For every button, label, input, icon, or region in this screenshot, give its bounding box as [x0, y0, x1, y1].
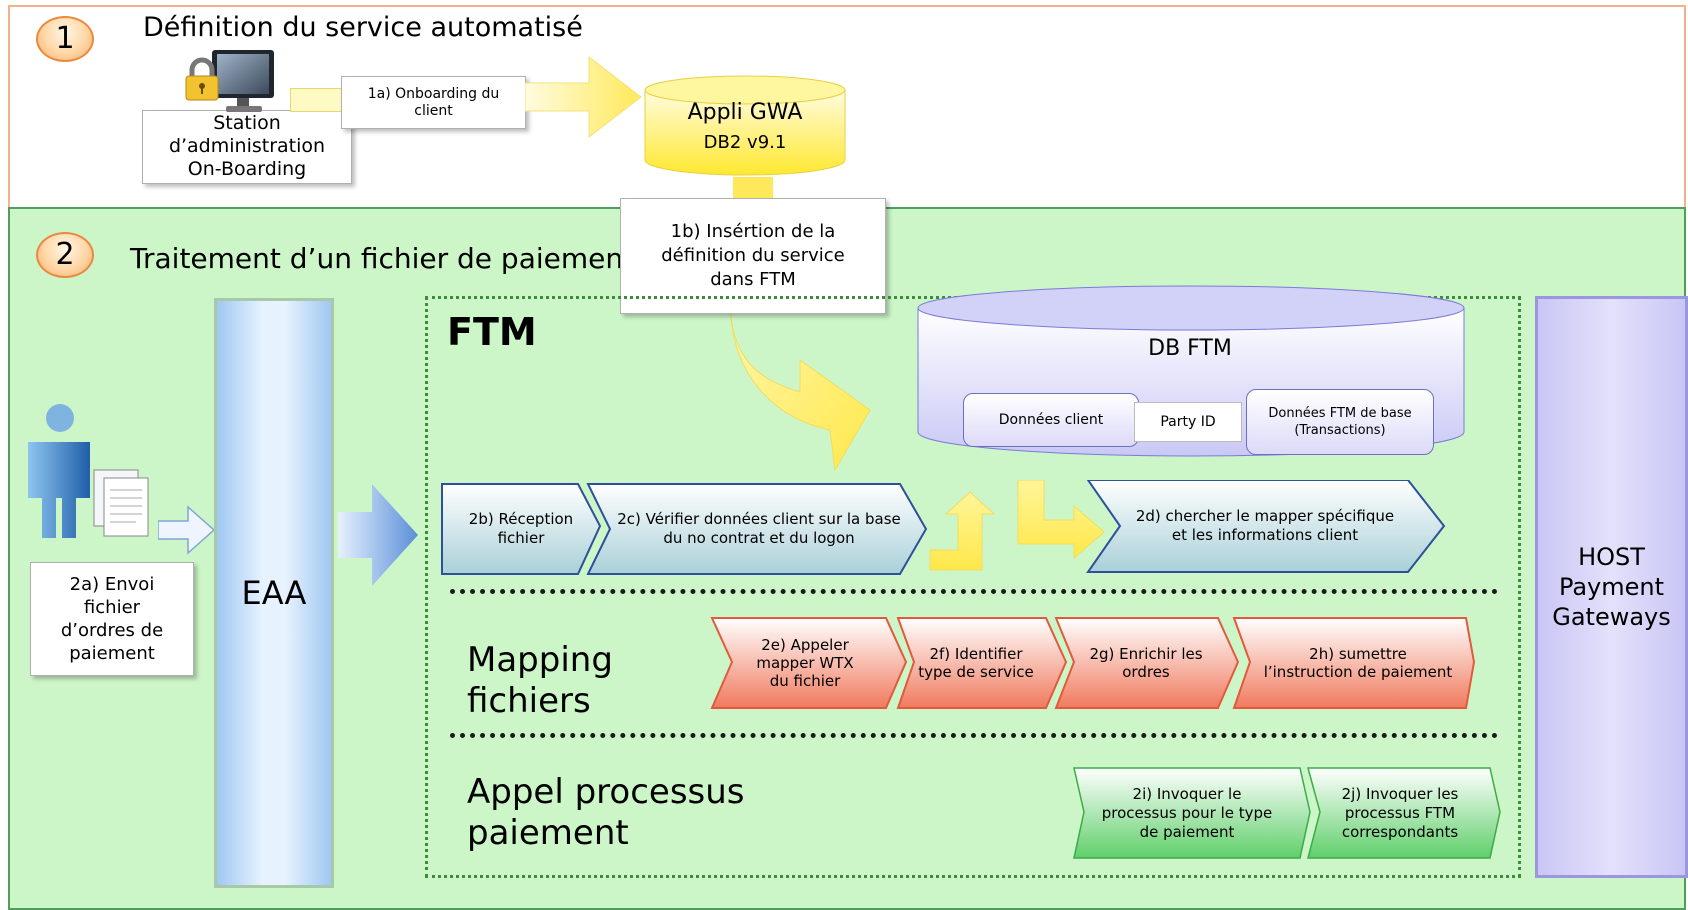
chevron-2f	[896, 617, 1068, 709]
step-2j-label: 2j) Invoquer les processus FTM correspon…	[1341, 784, 1459, 841]
gwa-connector	[733, 177, 773, 201]
arrow-2c-to-db	[929, 491, 996, 571]
ftm-title: FTM	[447, 310, 537, 354]
step-2e-text-wrap: 2e) Appeler mapper WTX du fichier	[730, 618, 880, 708]
eaa-column	[214, 298, 334, 888]
step-2b-text-wrap: 2b) Réception fichier	[442, 484, 600, 574]
step-2f-text-wrap: 2f) Identifier type de service	[912, 618, 1040, 708]
party-id-label: Party ID	[1160, 414, 1216, 430]
step-2b-label: 2b) Réception fichier	[468, 510, 574, 547]
step-2h-label: 2h) sumettre l’instruction de paiement	[1263, 645, 1453, 681]
arrow-to-eaa	[158, 505, 216, 555]
step-2h-text-wrap: 2h) sumettre l’instruction de paiement	[1252, 618, 1464, 708]
eaa-label: EAA	[241, 574, 307, 612]
step-1a-box: 1a) Onboarding du client	[341, 76, 526, 129]
arrow-1b-to-ftm	[729, 300, 871, 472]
step-2f-label: 2f) Identifier type de service	[918, 645, 1034, 681]
chevron-2b	[441, 483, 602, 575]
step-2g-text-wrap: 2g) Enrichir les ordres	[1072, 618, 1220, 708]
arrow-to-gwa	[525, 55, 642, 139]
chevron-2d	[1086, 480, 1446, 573]
chevron-2c	[586, 483, 928, 575]
payment-label: Appel processus paiement	[467, 772, 745, 853]
section-2-number-badge: 2	[36, 232, 94, 278]
chevron-2g	[1054, 617, 1240, 709]
step-1b-box: 1b) Insértion de la définition du servic…	[620, 198, 886, 314]
step-2e-label: 2e) Appeler mapper WTX du fichier	[756, 636, 854, 690]
step-2a-label: 2a) Envoi fichier d’ordres de paiement	[60, 574, 164, 664]
step-2c-label: 2c) Vérifier données client sur la base …	[617, 510, 901, 547]
db-client-data-box: Données client	[963, 393, 1139, 447]
step-2i-label: 2i) Invoquer le processus pour le type d…	[1101, 784, 1273, 841]
mapping-chevrons	[710, 617, 1476, 709]
section-1-title: Définition du service automatisé	[143, 12, 583, 43]
payment-chevrons	[1073, 767, 1501, 859]
arrow-db-to-2d	[1017, 480, 1105, 560]
step-2i-text-wrap: 2i) Invoquer le processus pour le type d…	[1082, 768, 1292, 858]
step-2c-text-wrap: 2c) Vérifier données client sur la base …	[600, 484, 918, 574]
step-2d-label: 2d) chercher le mapper spécifique et les…	[1135, 507, 1395, 544]
host-column	[1535, 296, 1688, 878]
connector-bar	[290, 88, 348, 112]
party-id-box: Party ID	[1134, 402, 1242, 442]
gwa-database-icon	[644, 75, 846, 176]
chevron-2i	[1073, 767, 1311, 859]
separator-2	[450, 733, 1498, 738]
station-admin-label: Station d’administration On-Boarding	[168, 112, 326, 180]
chevron-2j	[1307, 767, 1501, 859]
step-2d-text-wrap: 2d) chercher le mapper spécifique et les…	[1105, 480, 1425, 572]
db-client-data-label: Données client	[998, 412, 1104, 428]
host-label: HOST Payment Gateways	[1552, 543, 1671, 631]
reception-chevrons	[441, 480, 1446, 575]
step-1b-label: 1b) Insértion de la définition du servic…	[661, 221, 845, 290]
chevron-2h	[1232, 617, 1476, 709]
db-ftm-title: DB FTM	[1148, 336, 1232, 361]
gwa-subtitle: DB2 v9.1	[703, 132, 787, 153]
step-2j-text-wrap: 2j) Invoquer les processus FTM correspon…	[1318, 768, 1482, 858]
db-ftm-base-box: Données FTM de base (Transactions)	[1246, 389, 1434, 455]
section-1-number-badge: 1	[36, 16, 94, 62]
user-documents-icon	[28, 404, 149, 538]
db-ftm-base-label: Données FTM de base (Transactions)	[1268, 406, 1412, 438]
chevron-2e	[710, 617, 908, 709]
step-2g-label: 2g) Enrichir les ordres	[1089, 645, 1203, 681]
computer-lock-icon	[185, 50, 274, 112]
step-1a-label: 1a) Onboarding du client	[367, 85, 500, 119]
step-2a-box: 2a) Envoi fichier d’ordres de paiement	[30, 562, 194, 676]
gwa-title: Appli GWA	[687, 100, 803, 125]
section-2-title: Traitement d’un fichier de paiements	[130, 242, 649, 275]
separator-1	[450, 589, 1498, 594]
mapping-label: Mapping fichiers	[467, 640, 613, 721]
arrow-eaa-to-ftm	[338, 484, 418, 586]
station-admin-box	[142, 110, 352, 184]
